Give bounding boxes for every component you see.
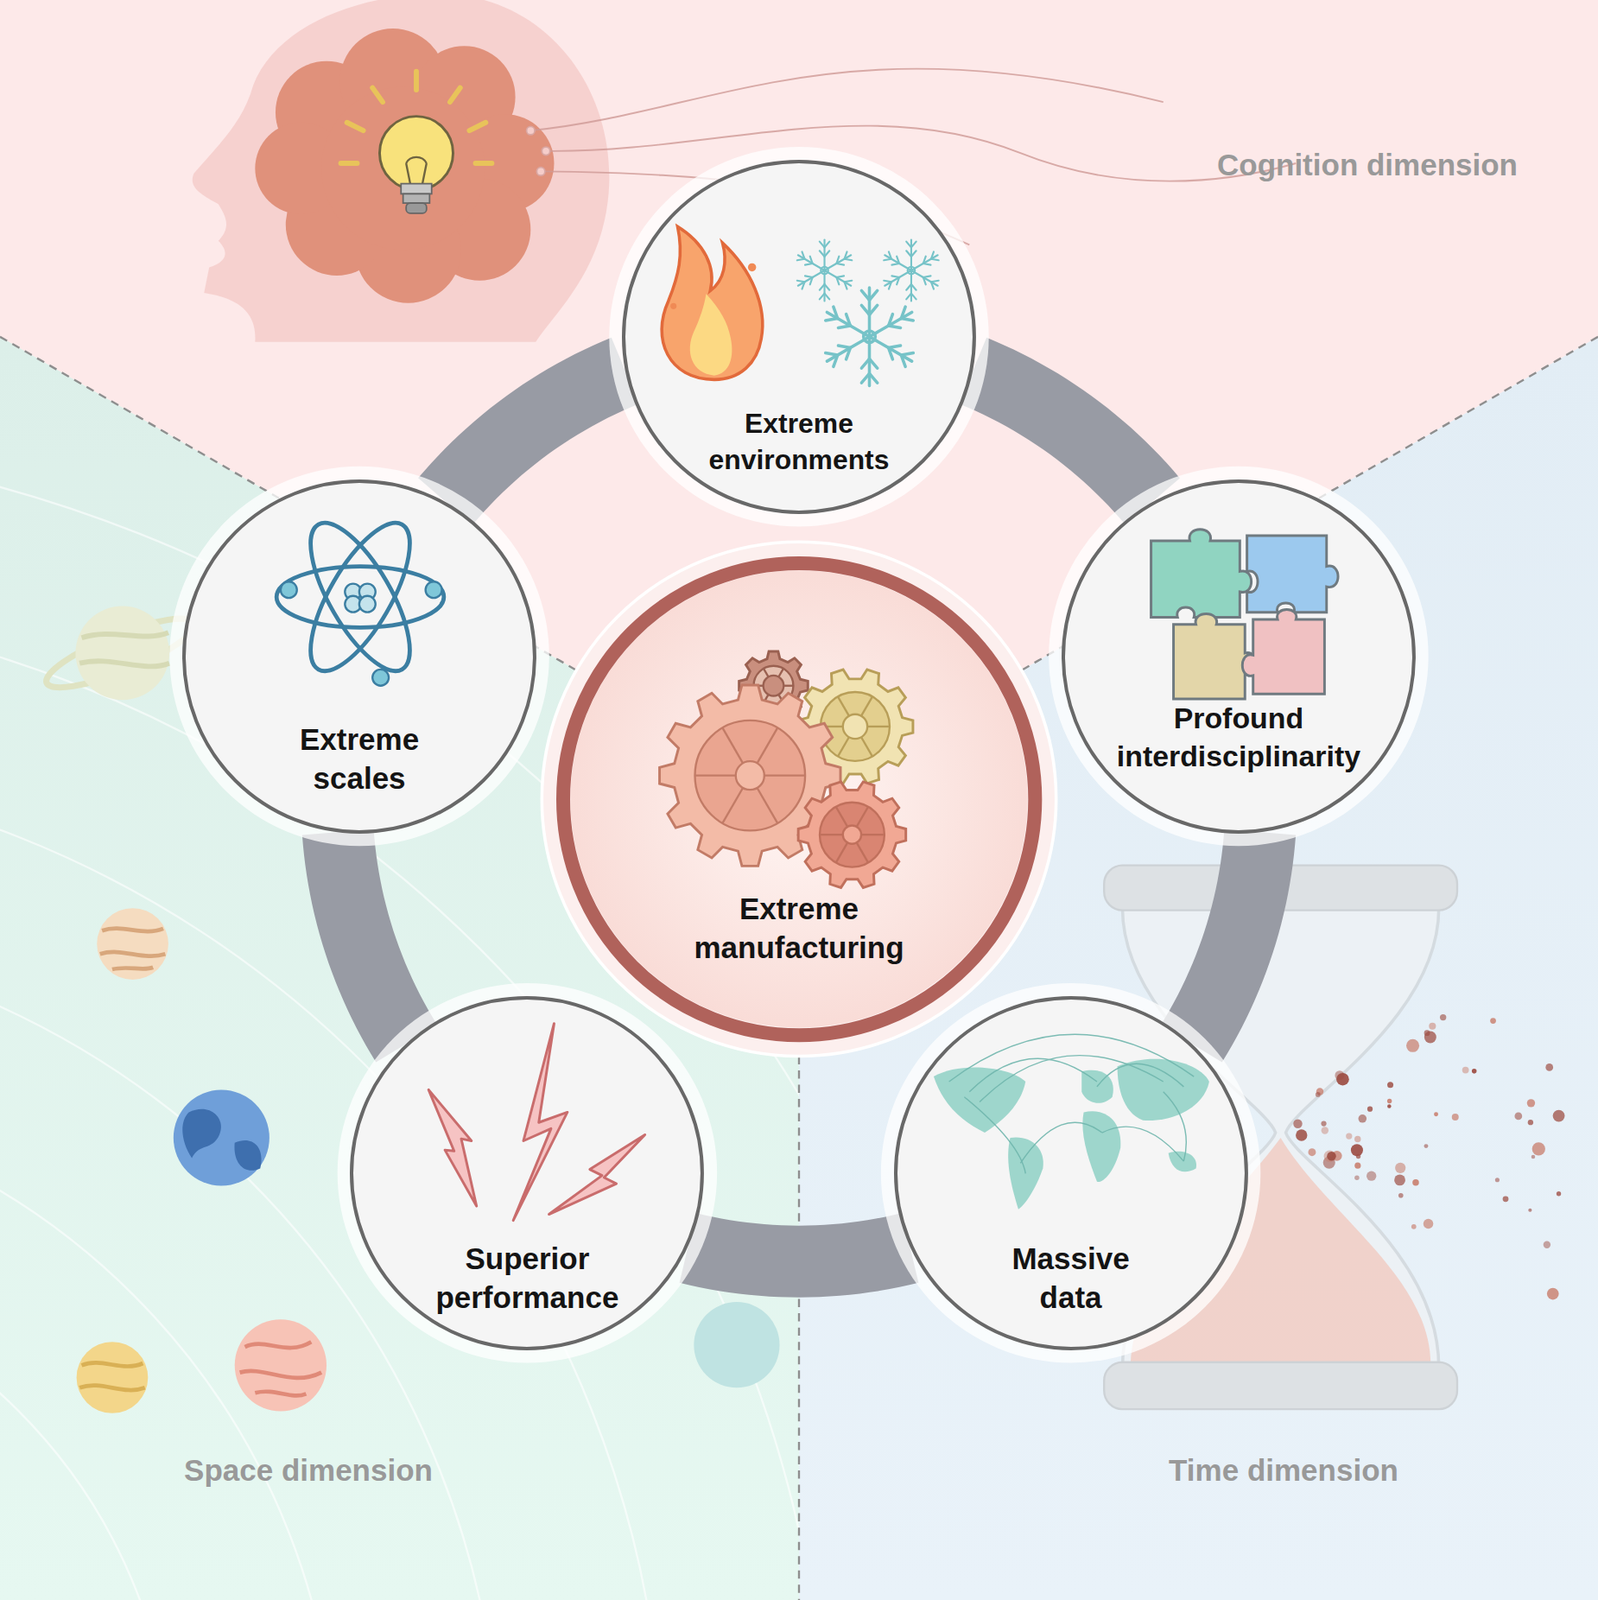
circle-outline — [621, 159, 977, 514]
circle-outline — [556, 556, 1042, 1042]
atom-icon — [276, 508, 444, 685]
ring-connector — [972, 370, 1153, 501]
ring-connector — [337, 831, 407, 1044]
central-circle: Extreme manufacturing — [556, 556, 1042, 1042]
lightning-icon — [428, 1023, 645, 1221]
feature-circle: Massive data — [894, 995, 1249, 1351]
text-group: Massive data — [1011, 1238, 1129, 1318]
node-label: Superior performance — [435, 1238, 619, 1318]
feature-circle: Superior performance — [349, 995, 704, 1351]
snowflake-shape — [797, 240, 852, 302]
snowflake-shape — [825, 287, 914, 386]
feature-circle: Extreme environments — [621, 159, 977, 514]
feature-circle: Extreme scales — [182, 479, 537, 834]
circle-outline — [894, 995, 1249, 1351]
feature-circle: Profound interdisciplinarity — [1061, 479, 1416, 834]
circle-outline — [182, 479, 537, 834]
node-label: Extreme environments — [709, 405, 890, 478]
ring-connector — [445, 370, 626, 501]
circle-outline — [349, 995, 704, 1351]
gears-icon — [659, 651, 914, 888]
node-label: Massive data — [1011, 1238, 1129, 1318]
circle-outline — [1061, 479, 1416, 834]
circle-fills — [169, 146, 1428, 1363]
node-label: Extreme manufacturing — [693, 888, 904, 968]
node-label: Profound interdisciplinarity — [1116, 698, 1361, 775]
dimension-label: Time dimension — [1168, 1452, 1399, 1488]
text-group: Extreme environments — [709, 405, 890, 478]
flame-icon — [661, 226, 763, 380]
puzzle-icon — [1151, 529, 1339, 699]
snowflake-shape — [883, 240, 939, 302]
text-group: Profound interdisciplinarity — [1116, 698, 1361, 775]
ring-connector — [687, 1247, 911, 1262]
world-map-icon — [933, 1033, 1210, 1209]
ring-connector — [1191, 831, 1261, 1044]
dimension-label: Cognition dimension — [1217, 147, 1518, 183]
text-group: Superior performance — [435, 1238, 619, 1318]
node-label: Extreme scales — [299, 719, 419, 799]
snowflake-icons — [797, 240, 939, 387]
gear-shape — [798, 781, 907, 888]
text-group: Extreme manufacturing — [693, 888, 904, 968]
text-group: Extreme scales — [299, 719, 419, 799]
dimension-label: Space dimension — [183, 1452, 433, 1488]
